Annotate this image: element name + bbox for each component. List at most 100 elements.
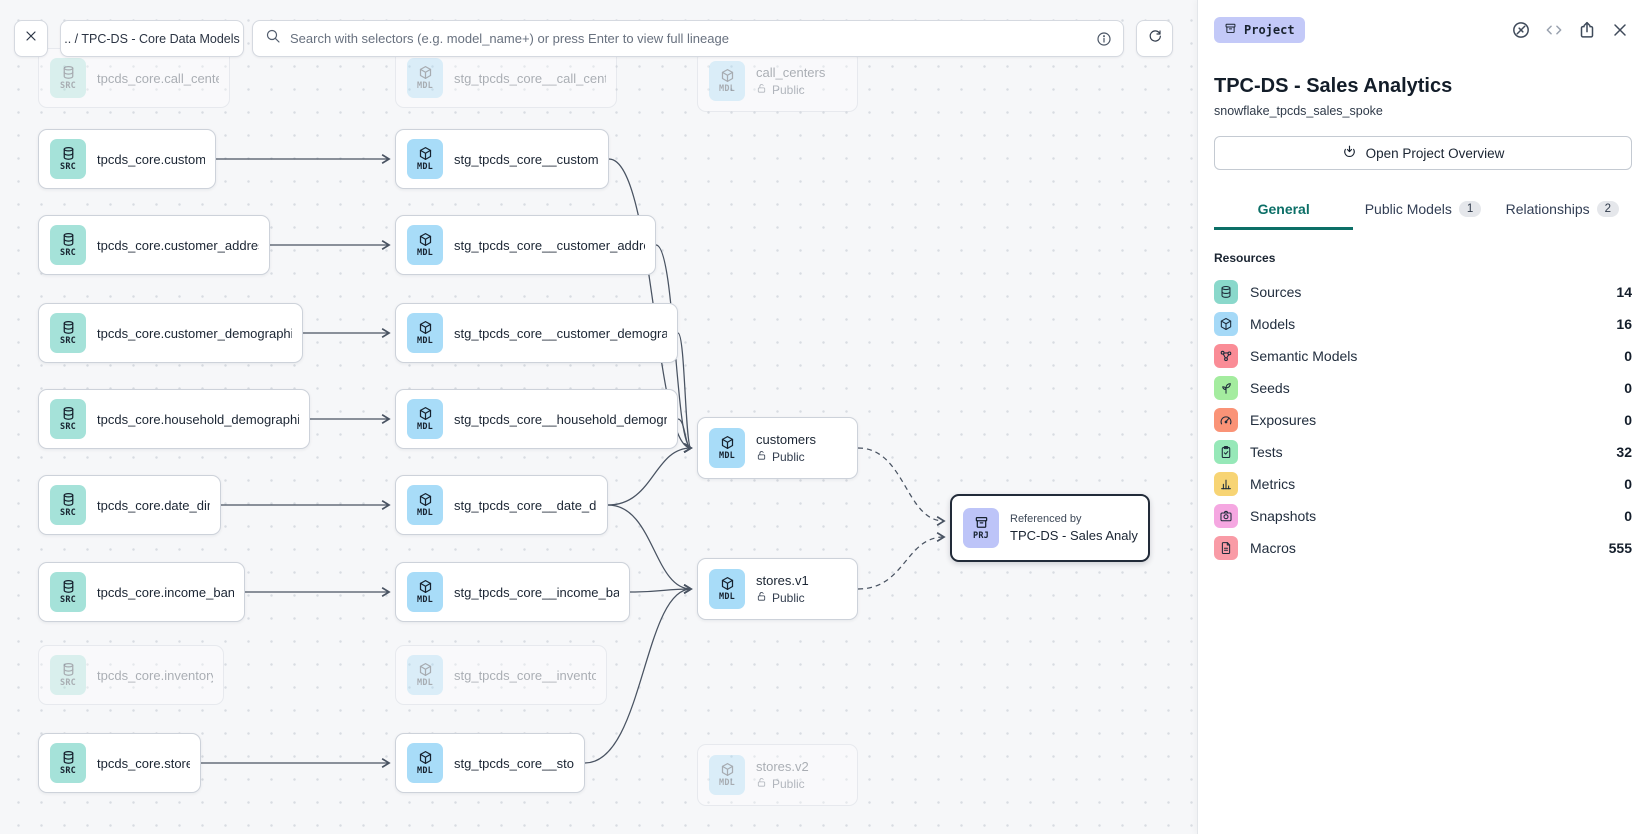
node-stg_household_demographics[interactable]: MDL stg_tpcds_core__household_demogr… (395, 389, 678, 449)
edge-pub_customers-to-prj_sales (857, 447, 946, 526)
node-title: stg_tpcds_core__customer_address (454, 237, 645, 253)
exposures-icon (1214, 408, 1238, 432)
models-icon (1214, 312, 1238, 336)
panel-close-icon[interactable] (1608, 18, 1632, 42)
metrics-icon (1214, 472, 1238, 496)
tab-count-badge: 2 (1596, 201, 1620, 217)
node-access: Public (756, 777, 809, 791)
project-detail-panel: Project TPC-DS - Sales Analytics snowfla… (1197, 0, 1648, 834)
src-badge-icon: SRC (50, 655, 86, 695)
refresh-button[interactable] (1136, 20, 1173, 57)
resource-count: 0 (1624, 508, 1632, 524)
resource-count: 0 (1624, 380, 1632, 396)
src-badge-icon: SRC (50, 743, 86, 783)
search-input[interactable] (290, 31, 1087, 46)
tab-general[interactable]: General (1214, 193, 1354, 230)
code-icon[interactable] (1542, 18, 1566, 42)
mdl-badge-icon: MDL (407, 399, 443, 439)
refresh-icon (1147, 28, 1163, 49)
node-title: TPC-DS - Sales Analytics (1010, 528, 1138, 543)
tab-label: Relationships (1505, 201, 1590, 217)
node-title: stg_tpcds_core__household_demogr… (454, 411, 667, 427)
search-icon (265, 28, 281, 49)
node-title: stg_tpcds_core__call_center (454, 70, 606, 86)
node-src_date_dim[interactable]: SRC tpcds_core.date_dim (38, 475, 221, 535)
close-icon (23, 28, 39, 49)
panel-actions (1509, 18, 1632, 42)
share-icon[interactable] (1575, 18, 1599, 42)
src-badge-icon: SRC (50, 58, 86, 98)
node-stg_income_band[interactable]: MDL stg_tpcds_core__income_band (395, 562, 630, 622)
node-title: stg_tpcds_core__customer (454, 151, 598, 167)
compass-icon[interactable] (1509, 18, 1533, 42)
resources-heading: Resources (1214, 251, 1276, 265)
info-icon[interactable] (1096, 31, 1112, 47)
overview-icon (1342, 144, 1357, 162)
breadcrumb[interactable]: .. / TPC-DS - Core Data Models (60, 20, 244, 57)
node-title: tpcds_core.store (97, 755, 190, 771)
src-badge-icon: SRC (50, 485, 86, 525)
mdl-badge-icon: MDL (407, 225, 443, 265)
close-lineage-button[interactable] (14, 20, 48, 57)
resource-label: Snapshots (1250, 508, 1317, 524)
project-type-badge: Project (1214, 17, 1305, 43)
node-title: tpcds_core.date_dim (97, 497, 210, 513)
resource-label: Semantic Models (1250, 348, 1358, 364)
macros-icon (1214, 536, 1238, 560)
node-title: tpcds_core.customer_demographics (97, 325, 292, 341)
node-title: call_centers (756, 65, 826, 80)
mdl-badge-icon: MDL (407, 572, 443, 612)
lineage-edges (201, 154, 946, 768)
mdl-badge-icon: MDL (709, 428, 745, 468)
mdl-badge-icon: MDL (407, 313, 443, 353)
mdl-badge-icon: MDL (407, 485, 443, 525)
search-bar[interactable] (252, 20, 1124, 57)
node-title: stores.v2 (756, 759, 809, 774)
lock-open-icon (756, 450, 767, 464)
mdl-badge-icon: MDL (407, 743, 443, 783)
node-title: tpcds_core.customer (97, 151, 205, 167)
resource-label: Metrics (1250, 476, 1296, 492)
src-badge-icon: SRC (50, 225, 86, 265)
node-stg_customer_address[interactable]: MDL stg_tpcds_core__customer_address (395, 215, 656, 275)
node-src_customer[interactable]: SRC tpcds_core.customer (38, 129, 216, 189)
tab-relationships[interactable]: Relationships 2 (1493, 193, 1632, 230)
open-project-overview-button[interactable]: Open Project Overview (1214, 136, 1632, 170)
resource-label: Tests (1250, 444, 1283, 460)
tests-icon (1214, 440, 1238, 464)
edge-stg_store-to-pub_stores_v1 (584, 584, 693, 764)
node-access: Public (756, 450, 816, 464)
edge-pub_stores_v1-to-prj_sales (857, 532, 946, 590)
project-subtitle: snowflake_tpcds_sales_spoke (1214, 104, 1383, 118)
resource-label: Exposures (1250, 412, 1317, 428)
src-badge-icon: SRC (50, 399, 86, 439)
node-title: stg_tpcds_core__income_band (454, 584, 619, 600)
src-badge-icon: SRC (50, 139, 86, 179)
lock-open-icon (756, 83, 767, 97)
node-src_store[interactable]: SRC tpcds_core.store (38, 733, 201, 793)
project-title: TPC-DS - Sales Analytics (1214, 75, 1453, 97)
